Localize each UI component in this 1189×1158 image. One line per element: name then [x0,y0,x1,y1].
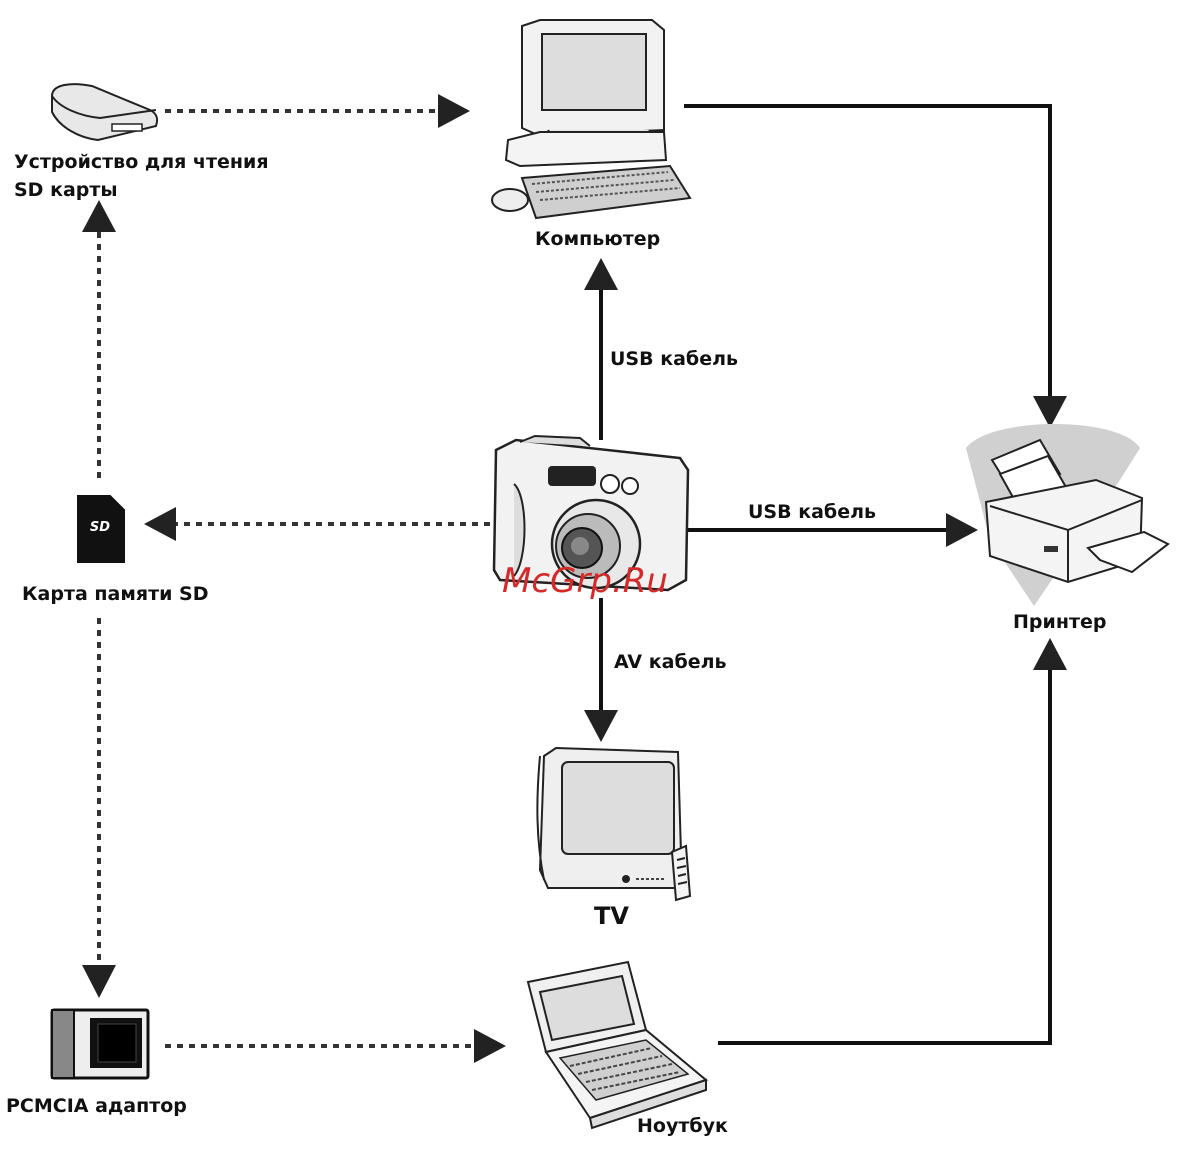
arrowhead-to-pcmcia [82,965,116,998]
tv-label: TV [594,902,629,930]
notebook-icon [528,962,706,1128]
arrowhead-to-card [144,507,176,541]
arrowhead-to-reader [82,200,116,232]
pcmcia-adapter-label: PCMCIA адаптор [6,1095,187,1117]
sd-reader-label-line2: SD карты [14,179,118,201]
arrowhead-notebook-to-printer [1033,638,1067,670]
sd-card-reader-icon [52,84,157,140]
arrowhead-camera-to-computer [584,258,618,290]
sd-reader-label-line1: Устройство для чтения [14,151,269,173]
remote-control-icon [672,846,690,900]
notebook-label: Ноутбук [637,1115,728,1137]
usb-cable-vertical-label: USB кабель [610,348,738,370]
watermark: McGrp.Ru [502,561,668,601]
arrowhead-computer-to-printer [1033,396,1067,428]
printer-icon [966,424,1168,606]
sd-card-icon: SD [78,496,124,562]
sd-card-label: Карта памяти SD [22,583,208,605]
arrowhead-camera-to-tv [584,710,618,742]
sd-card-logo: SD [90,520,110,535]
arrowhead-to-computer [438,94,470,128]
av-cable-label: AV кабель [614,651,727,673]
usb-cable-horizontal-label: USB кабель [748,501,876,523]
connector-notebook-to-printer [718,670,1050,1043]
computer-label: Компьютер [535,228,660,250]
printer-label: Принтер [1013,611,1106,633]
arrowhead-camera-to-printer [946,513,978,547]
computer-icon [492,20,690,218]
tv-icon [537,748,690,900]
arrowhead-to-notebook [474,1029,506,1063]
connector-computer-to-printer [684,106,1050,396]
pcmcia-adapter-icon [52,1010,148,1078]
